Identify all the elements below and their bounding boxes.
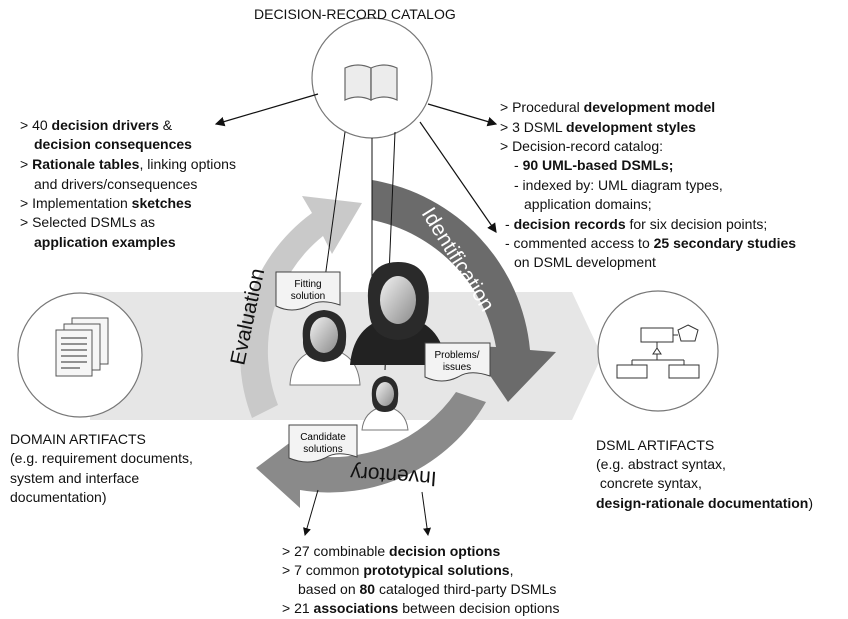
right-sub-2b: application domains; (524, 196, 652, 212)
inventory-arrow (256, 392, 486, 508)
right-sub-4b: on DSML development (514, 254, 656, 270)
catalog-title: DECISION-RECORD CATALOG (254, 6, 456, 22)
left-bullet-4: > Selected DSMLs as (20, 214, 156, 230)
fitting-note-shape (275, 271, 341, 311)
candidate-note-line2: solutions (303, 444, 342, 455)
fitting-note-line1: Fitting (294, 279, 321, 290)
bottom-bullet-2: > 7 common prototypical solutions, (282, 562, 514, 578)
person-left (289, 310, 361, 386)
catalog-connectors (214, 93, 498, 233)
candidate-note-shape (288, 424, 358, 463)
right-sub-1: - 90 UML-based DSMLs; (514, 157, 674, 173)
fitting-note-line2: solution (291, 291, 325, 302)
dsml-line-2: concrete syntax, (596, 475, 702, 491)
problems-note-line2: issues (443, 362, 471, 373)
uml-diagram-icon (616, 324, 700, 379)
right-bullet-2: > 3 DSML development styles (500, 119, 696, 135)
domain-line-3: documentation) (10, 489, 107, 505)
right-sub-4: - commented access to 25 secondary studi… (505, 235, 797, 251)
problems-note-line1: Problems/ (434, 350, 479, 361)
domain-line-2: system and interface (10, 470, 140, 486)
dsml-line-3: design-rationale documentation) (596, 495, 814, 511)
person-center (350, 262, 446, 365)
left-bullet-4b: application examples (34, 234, 176, 250)
left-bullet-1b: decision consequences (34, 136, 192, 152)
right-sub-2: - indexed by: UML diagram types, (514, 177, 723, 193)
domain-title: DOMAIN ARTIFACTS (10, 431, 146, 447)
bottom-bullet-3: > 21 associations between decision optio… (282, 600, 560, 616)
candidate-note-line1: Candidate (300, 432, 346, 443)
right-bullet-3: > Decision-record catalog: (500, 138, 664, 154)
right-bullet-1: > Procedural development model (500, 99, 716, 115)
evaluation-arrow (240, 196, 362, 418)
bottom-bullet-2b: based on 80 cataloged third-party DSMLs (298, 581, 557, 597)
dsml-line-1: (e.g. abstract syntax, (596, 456, 726, 472)
problems-note-shape (424, 342, 491, 382)
person-small (361, 376, 409, 431)
identification-arrow (372, 180, 556, 402)
bottom-bullet-1: > 27 combinable decision options (282, 543, 501, 559)
domain-line-1: (e.g. requirement documents, (10, 450, 193, 466)
left-bullet-2: > Rationale tables, linking options (20, 156, 236, 172)
dsml-title: DSML ARTIFACTS (596, 437, 715, 453)
documents-icon (55, 317, 109, 377)
left-bullet-3: > Implementation sketches (20, 195, 192, 211)
right-sub-3: - decision records for six decision poin… (505, 216, 768, 232)
left-bullet-1: > 40 decision drivers & (20, 117, 173, 133)
open-book-icon (344, 64, 398, 101)
left-bullet-2b: and drivers/consequences (34, 176, 198, 192)
